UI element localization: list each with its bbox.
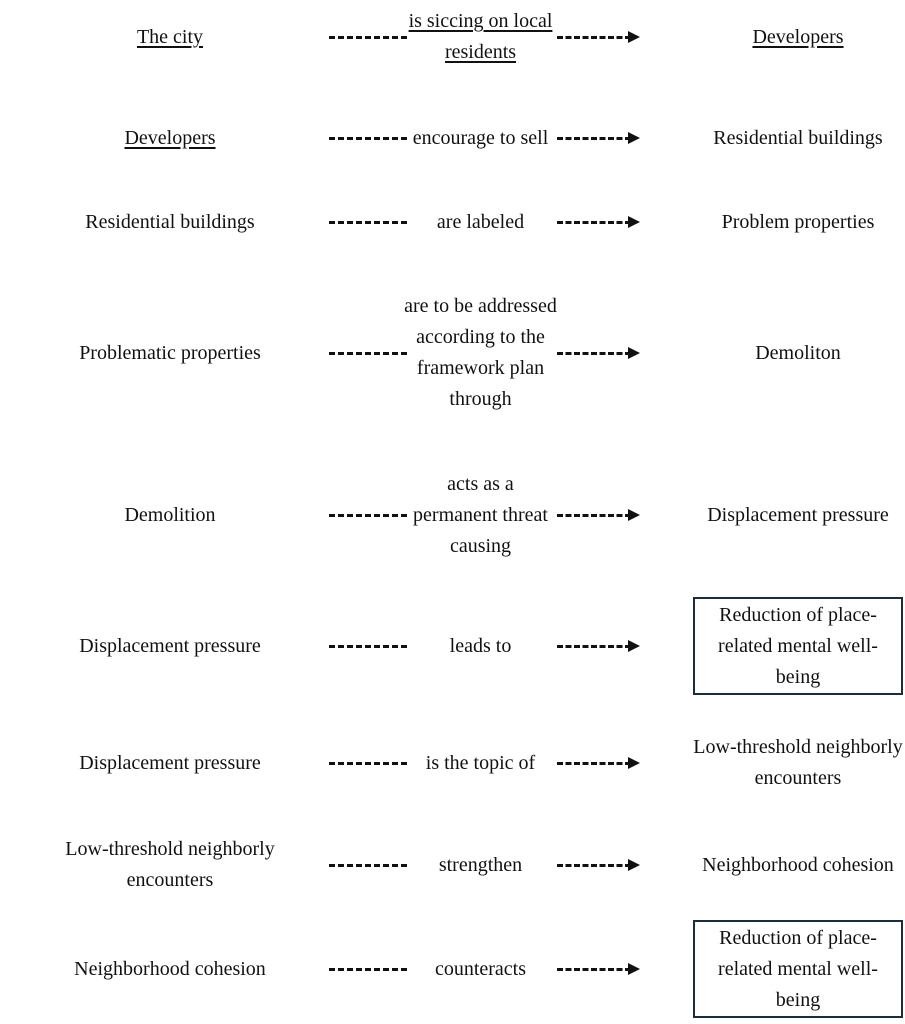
dashed-connector-left — [329, 645, 407, 648]
relation-label-text: encourage to sell — [412, 126, 549, 149]
target-node-text: Problem properties — [721, 210, 875, 233]
arrowhead-icon — [628, 216, 640, 228]
relation-label-text: acts as a permanent threat causing — [413, 472, 548, 557]
arrowhead-icon — [628, 347, 640, 359]
relation-label-text: are to be addressed according to the fra… — [404, 295, 557, 410]
source-node: The city — [40, 5, 300, 69]
target-node-text: Residential buildings — [713, 126, 883, 149]
target-node-text: Displacement pressure — [707, 503, 889, 526]
source-node-text: Displacement pressure — [79, 634, 261, 657]
source-node-text: The city — [136, 25, 204, 48]
relation-label: acts as a permanent threat causing — [404, 467, 557, 563]
target-node: Reduction of place-related mental well-b… — [693, 920, 903, 1018]
target-node-text: Low-threshold neighborly encounters — [693, 736, 903, 789]
target-node: Reduction of place-related mental well-b… — [693, 597, 903, 695]
source-node-text: Demolition — [124, 503, 216, 526]
relation-row: Low-threshold neighborly encounters stre… — [0, 833, 905, 897]
target-node: Low-threshold neighborly encounters — [693, 715, 903, 811]
relation-label-text: is the topic of — [425, 751, 536, 774]
dashed-connector-left — [329, 514, 407, 517]
arrowhead-icon — [628, 132, 640, 144]
relation-label-text: strengthen — [438, 853, 523, 876]
relation-label: encourage to sell — [404, 106, 557, 170]
relation-label: are labeled — [404, 205, 557, 239]
target-node: Developers — [693, 5, 903, 69]
dashed-connector-right — [557, 221, 631, 224]
relation-row: Problematic properties are to be address… — [0, 275, 905, 431]
dashed-connector-right — [557, 968, 631, 971]
target-node-text: Neighborhood cohesion — [702, 853, 894, 876]
relation-label-text: leads to — [449, 634, 512, 657]
dashed-connector-right — [557, 514, 631, 517]
relation-row: Demolition acts as a permanent threat ca… — [0, 467, 905, 563]
arrowhead-icon — [628, 859, 640, 871]
relation-label-text: counteracts — [434, 957, 527, 980]
dashed-connector-right — [557, 36, 631, 39]
target-node-text: Demoliton — [755, 341, 841, 364]
source-node: Neighborhood cohesion — [40, 920, 300, 1018]
dashed-connector-left — [329, 221, 407, 224]
relation-label: leads to — [404, 597, 557, 695]
arrowhead-icon — [628, 757, 640, 769]
source-node: Residential buildings — [40, 205, 300, 239]
dashed-connector-right — [557, 352, 631, 355]
relation-label: counteracts — [404, 920, 557, 1018]
relation-label: is siccing on local residents — [404, 5, 557, 69]
arrowhead-icon — [628, 31, 640, 43]
source-node-text: Residential buildings — [85, 210, 255, 233]
arrowhead-icon — [628, 963, 640, 975]
source-node-text: Problematic properties — [79, 341, 261, 364]
dashed-connector-left — [329, 352, 407, 355]
target-node-text: Developers — [752, 25, 844, 48]
dashed-connector-left — [329, 36, 407, 39]
relation-label-text: are labeled — [436, 210, 525, 233]
relation-row: The city is siccing on local residents D… — [0, 5, 905, 69]
dashed-connector-left — [329, 137, 407, 140]
target-node-text: Reduction of place-related mental well-b… — [718, 926, 878, 1011]
relation-label-text: is siccing on local residents — [408, 10, 553, 63]
source-node: Developers — [40, 106, 300, 170]
source-node: Demolition — [40, 467, 300, 563]
source-node-text: Developers — [124, 126, 216, 149]
relation-row: Residential buildings are labeled Proble… — [0, 205, 905, 239]
target-node: Neighborhood cohesion — [693, 833, 903, 897]
source-node: Problematic properties — [40, 275, 300, 431]
source-node-text: Neighborhood cohesion — [74, 957, 266, 980]
source-node-text: Displacement pressure — [79, 751, 261, 774]
dashed-connector-right — [557, 137, 631, 140]
relation-label: is the topic of — [404, 715, 557, 811]
relation-row: Displacement pressure leads to Reduction… — [0, 597, 905, 695]
source-node: Displacement pressure — [40, 597, 300, 695]
dashed-connector-left — [329, 864, 407, 867]
target-node-text: Reduction of place-related mental well-b… — [718, 603, 878, 688]
dashed-connector-right — [557, 645, 631, 648]
relation-row: Displacement pressure is the topic of Lo… — [0, 715, 905, 811]
dashed-connector-left — [329, 968, 407, 971]
source-node-text: Low-threshold neighborly encounters — [65, 838, 275, 891]
relation-label: strengthen — [404, 833, 557, 897]
dashed-connector-left — [329, 762, 407, 765]
source-node: Low-threshold neighborly encounters — [40, 833, 300, 897]
relation-row: Developers encourage to sell Residential… — [0, 106, 905, 170]
source-node: Displacement pressure — [40, 715, 300, 811]
target-node: Demoliton — [693, 275, 903, 431]
arrowhead-icon — [628, 640, 640, 652]
dashed-connector-right — [557, 864, 631, 867]
arrowhead-icon — [628, 509, 640, 521]
target-node: Displacement pressure — [693, 467, 903, 563]
relation-row: Neighborhood cohesion counteracts Reduct… — [0, 920, 905, 1018]
target-node: Problem properties — [693, 205, 903, 239]
target-node: Residential buildings — [693, 106, 903, 170]
dashed-connector-right — [557, 762, 631, 765]
relation-label: are to be addressed according to the fra… — [404, 275, 557, 431]
